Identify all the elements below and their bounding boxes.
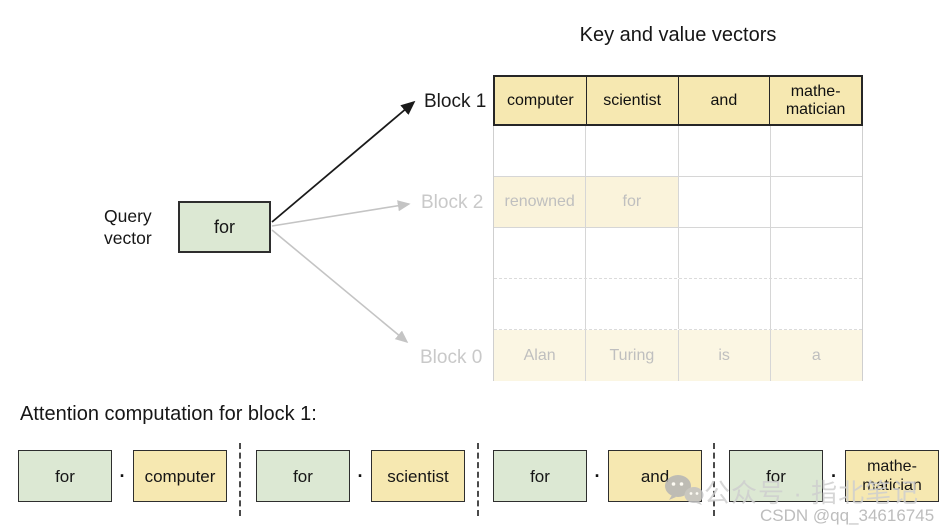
wechat-icon: [665, 475, 704, 505]
table-cell: [771, 126, 862, 176]
query-vector-label: Query vector: [104, 206, 152, 248]
table-cell: Alan: [494, 330, 587, 381]
block-0-label: Block 0: [420, 347, 483, 368]
table-cell: computer: [495, 77, 587, 124]
attention-query-box: for: [729, 450, 823, 502]
key-value-table: computer scientist and mathe- matician r…: [493, 75, 863, 381]
table-cell: [586, 126, 679, 176]
wechat-watermark-text: 公众号 · 指北笔记: [704, 478, 920, 508]
table-cell: [494, 279, 587, 329]
dot-product-symbol: ·: [594, 465, 601, 486]
block-2-label: Block 2: [421, 192, 484, 213]
table-cell: [679, 228, 771, 278]
table-cell: a: [770, 330, 862, 381]
dot-product-symbol: ·: [831, 465, 837, 486]
table-cell: [679, 126, 771, 176]
attention-key-box: mathe- matician: [845, 450, 939, 502]
arrow-to-block-1: [271, 100, 416, 223]
attention-query-box: for: [256, 450, 350, 502]
table-cell: [679, 177, 771, 227]
pair-separator: [477, 443, 479, 516]
table-cell: renowned: [494, 177, 587, 227]
attention-key-box: scientist: [371, 450, 465, 502]
table-cell: scientist: [587, 77, 679, 124]
table-row-block-1: computer scientist and mathe- matician: [493, 75, 863, 126]
table-cell: [586, 228, 679, 278]
table-cell: [771, 279, 862, 329]
table-row-empty: [494, 228, 862, 279]
table-cell: [494, 126, 587, 176]
dot-product-symbol: ·: [357, 465, 364, 486]
table-cell: mathe- matician: [785, 82, 846, 118]
attention-key-box: computer: [133, 450, 227, 502]
query-vector-box: for: [178, 201, 271, 253]
csdn-watermark-text: CSDN @qq_34616745: [760, 506, 935, 525]
attention-query-box: for: [493, 450, 587, 502]
table-cell: [771, 228, 862, 278]
table-cell: [494, 228, 587, 278]
table-row-block-0: Alan Turing is a: [494, 330, 862, 381]
table-cell: and: [679, 77, 771, 124]
table-title: Key and value vectors: [579, 24, 777, 46]
block-1-label: Block 1: [424, 91, 487, 112]
arrow-to-block-2: [271, 200, 411, 227]
attention-heading: Attention computation for block 1:: [20, 403, 317, 425]
table-cell: Turing: [586, 330, 679, 381]
arrow-to-block-0: [271, 229, 409, 344]
table-cell: for: [586, 177, 679, 227]
table-row-block-2: renowned for: [494, 177, 862, 228]
dot-product-symbol: ·: [119, 465, 126, 486]
table-row-empty: [494, 126, 862, 177]
pair-separator: [713, 443, 715, 516]
table-cell: [586, 279, 679, 329]
attention-query-box: for: [18, 450, 112, 502]
table-cell: [679, 279, 771, 329]
pair-separator: [239, 443, 241, 516]
table-row-empty: [494, 279, 862, 330]
table-cell: is: [678, 330, 771, 381]
table-cell: [771, 177, 862, 227]
